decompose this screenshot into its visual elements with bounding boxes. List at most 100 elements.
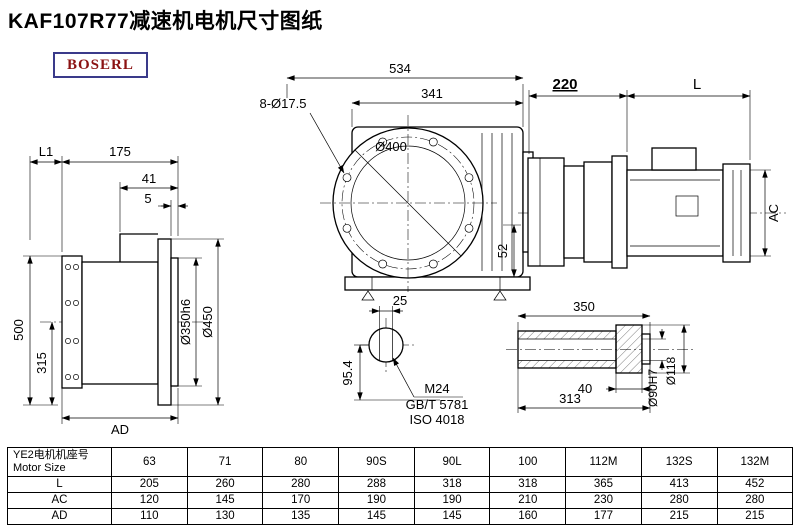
cell: 190	[413, 492, 491, 509]
left-side-view: L1 175 41 5 500 315 Ø350h6	[11, 144, 224, 437]
dim-label-25: 25	[393, 293, 407, 308]
dim-label-341: 341	[421, 86, 443, 101]
cell: 413	[640, 476, 718, 493]
table-row-AD: AD 110 130 135 145 145 160 177 215 215	[7, 508, 794, 525]
cell: 452	[716, 476, 794, 493]
motor-dimension-table: YE2电机机座号 Motor Size 63 71 80 90S 90L 100…	[7, 447, 794, 525]
page-title: KAF107R77减速机电机尺寸图纸	[8, 10, 323, 33]
dim-label-5: 5	[144, 191, 151, 206]
cell: 260	[186, 476, 264, 493]
size-col-100: 100	[489, 447, 567, 477]
cell: 135	[262, 508, 340, 525]
cell: 130	[186, 508, 264, 525]
dim-label-d400: Ø400	[375, 139, 407, 154]
size-col-132S: 132S	[640, 447, 718, 477]
gearbox-side	[527, 157, 565, 267]
cell: 215	[716, 508, 794, 525]
row-label-AC: AC	[7, 492, 112, 509]
size-col-80: 80	[262, 447, 340, 477]
dim-label-95-4: 95.4	[340, 360, 355, 385]
cell: 170	[262, 492, 340, 509]
cell: 318	[413, 476, 491, 493]
dim-label-bolt-holes: 8-Ø17.5	[260, 96, 307, 111]
dim-label-L: L	[693, 76, 701, 93]
output-flange-side	[157, 238, 172, 406]
size-col-112M: 112M	[565, 447, 642, 477]
cell: 280	[262, 476, 340, 493]
gearbox-body-side	[81, 261, 159, 385]
cell: 318	[489, 476, 567, 493]
shaft-end-circle	[368, 327, 404, 363]
table-header-row: YE2电机机座号 Motor Size 63 71 80 90S 90L 100…	[7, 447, 794, 477]
cell: 288	[338, 476, 415, 493]
cell: 230	[565, 492, 642, 509]
cell: 210	[489, 492, 567, 509]
motor-flange	[611, 155, 628, 269]
motor-body	[626, 169, 724, 257]
nameplate	[675, 195, 699, 217]
bolt-plate	[61, 255, 83, 389]
mounting-feet	[344, 276, 531, 291]
cell: 280	[640, 492, 718, 509]
cell: 145	[413, 508, 491, 525]
dim-label-350: 350	[573, 299, 595, 314]
dim-label-d350h6: Ø350h6	[178, 299, 193, 345]
shaft-cover	[615, 324, 643, 374]
standard-label-gbt5781: GB/T 5781	[406, 397, 469, 412]
motor-size-header-en: Motor Size	[13, 462, 66, 474]
motor-size-header-cn: YE2电机机座号	[13, 448, 89, 461]
hollow-shaft-detail: 350 40 313 Ø90H7 Ø118	[506, 299, 695, 413]
brand-logo-box: BOSERL	[53, 52, 148, 78]
motor-side-view: 220 L AC	[518, 76, 786, 269]
dim-label-d118: Ø118	[664, 356, 678, 385]
row-label-L: L	[7, 476, 112, 493]
dim-label-AC: AC	[766, 204, 781, 222]
dim-label-534: 534	[389, 61, 411, 76]
dim-label-AD: AD	[111, 422, 129, 437]
fan-cover	[722, 163, 751, 263]
motor-adapter	[583, 161, 613, 263]
cell: 110	[111, 508, 188, 525]
dim-label-315: 315	[34, 352, 49, 374]
dim-label-313: 313	[559, 391, 581, 406]
cell: 120	[111, 492, 188, 509]
size-col-90S: 90S	[338, 447, 415, 477]
cell: 205	[111, 476, 188, 493]
size-col-90L: 90L	[413, 447, 491, 477]
cell: 145	[186, 492, 264, 509]
flange-spigot-side	[170, 257, 179, 387]
datum-triangle-right	[493, 290, 507, 301]
size-col-71: 71	[186, 447, 264, 477]
brand-logo-text: BOSERL	[67, 57, 134, 73]
size-col-132M: 132M	[716, 447, 794, 477]
dim-label-d450: Ø450	[200, 306, 215, 338]
top-block	[119, 233, 158, 262]
motor-size-header: YE2电机机座号 Motor Size	[7, 447, 112, 477]
front-view: Ø400 8-Ø17.5 534 341 52	[260, 61, 534, 301]
cell: 190	[338, 492, 415, 509]
cell: 365	[565, 476, 642, 493]
dim-label-40: 40	[578, 381, 592, 396]
cell: 145	[338, 508, 415, 525]
dim-label-d90H7: Ø90H7	[646, 369, 660, 407]
table-row-AC: AC 120 145 170 190 190 210 230 280 280	[7, 492, 794, 509]
cell: 177	[565, 508, 642, 525]
technical-drawing: L1 175 41 5 500 315 Ø350h6	[11, 61, 786, 437]
dim-label-500: 500	[11, 319, 26, 341]
table-row-L: L 205 260 280 288 318 318 365 413 452	[7, 476, 794, 493]
dim-label-L1: L1	[39, 144, 53, 159]
dim-label-41: 41	[142, 171, 156, 186]
cell: 215	[640, 508, 718, 525]
datum-triangle-left	[361, 290, 375, 301]
shaft-end-view: 25 95.4 M24 GB/T 5781 ISO 4018	[340, 293, 468, 427]
dim-label-175: 175	[109, 144, 131, 159]
dim-label-52: 52	[495, 244, 510, 258]
cell: 280	[716, 492, 794, 509]
row-label-AD: AD	[7, 508, 112, 525]
thread-label-M24: M24	[424, 381, 449, 396]
size-col-63: 63	[111, 447, 188, 477]
standard-label-iso4018: ISO 4018	[410, 412, 465, 427]
terminal-box	[651, 147, 697, 171]
dim-label-220: 220	[552, 76, 577, 93]
